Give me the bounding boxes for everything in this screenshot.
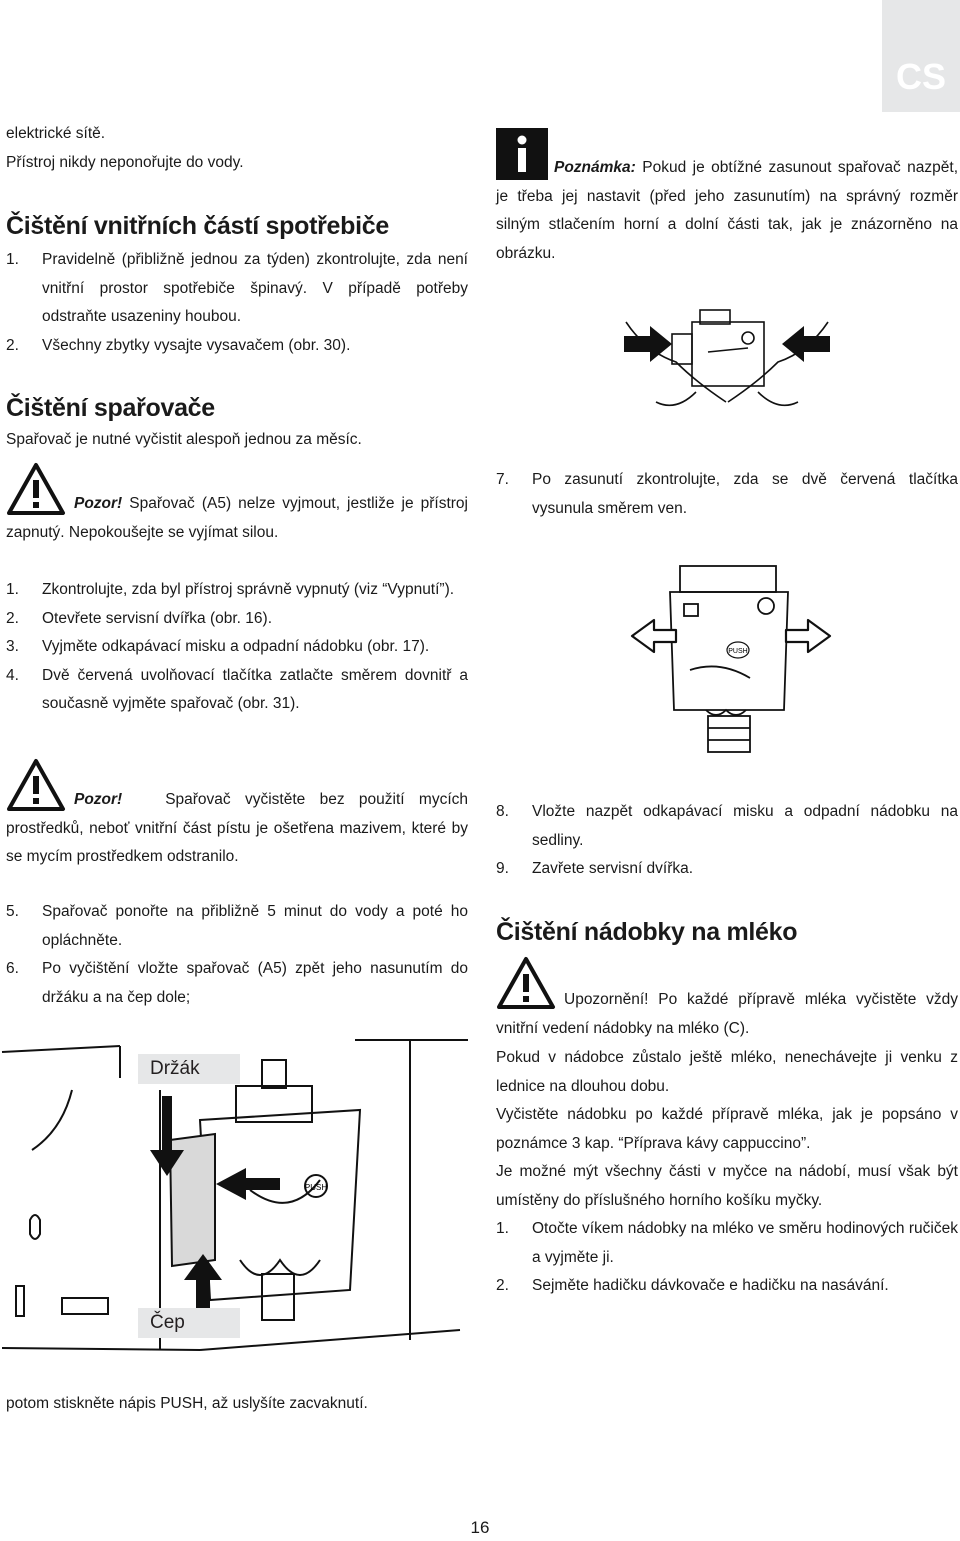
warning-triangle-icon: [7, 463, 65, 515]
list-item: 2.Otevřete servisní dvířka (obr. 16).: [6, 609, 273, 627]
language-code: CS: [895, 56, 946, 97]
list-item: 2.Všechny zbytky vysajte vysavačem (obr.…: [6, 336, 351, 354]
info-icon: [496, 128, 548, 180]
brewer-insertion-illustration: PUSH: [1, 1039, 468, 1351]
paragraph: Pokud v nádobce zůstalo ještě mléko, nen…: [496, 1049, 958, 1095]
compress-brewer-illustration: [624, 309, 830, 407]
note-label: Poznámka:: [554, 159, 636, 176]
list-item: 1.Pravidelně (přibližně jednou za týden)…: [6, 251, 468, 325]
list-item: 5.Spařovač ponořte na přibližně 5 minut …: [6, 903, 468, 949]
warning-text: Po každé přípravě mléka vyčistěte vždy v…: [496, 991, 958, 1037]
list-item: 9.Zavřete servisní dvířka.: [496, 860, 694, 877]
figure-compress-brewer: [616, 292, 838, 424]
warning-label: Upozornění!: [564, 991, 649, 1008]
inner-steps-list: 1.Pravidelně (přibližně jednou za týden)…: [6, 246, 468, 360]
figure-brewer-insertion: PUSH: [0, 1030, 470, 1380]
milk-steps-list: 1.Otočte víkem nádobky na mléko ve směru…: [496, 1215, 958, 1301]
heading-brewer-cleaning: Čištění spařovače: [6, 394, 215, 422]
brewer-buttons-illustration: PUSH: [630, 565, 832, 753]
push-label: PUSH: [728, 648, 747, 655]
closing-text: potom stiskněte nápis PUSH, až uslyšíte …: [6, 1395, 368, 1412]
intro-text: elektrické sítě. Přístroj nikdy neponořu…: [6, 120, 468, 177]
paragraph: Je možné mýt všechny části v myčce na ná…: [496, 1163, 958, 1209]
note-text: Pokud je obtížné zasunout spařovač nazpě…: [496, 159, 958, 262]
brewer-steps-list-2: 5.Spařovač ponořte na přibližně 5 minut …: [6, 898, 468, 1012]
warning-block-3: Upozornění! Po každé přípravě mléka vyči…: [496, 956, 958, 1043]
list-item: 6.Po vyčištění vložte spařovač (A5) zpět…: [6, 960, 468, 1006]
figure-caption-holder: Držák: [138, 1054, 240, 1084]
warning-block-2: Pozor! Spařovač vyčistěte bez použití my…: [6, 758, 468, 872]
warning-label: Pozor!: [74, 495, 123, 512]
figure-buttons-out: PUSH: [626, 560, 836, 758]
warning-triangle-icon: [497, 957, 555, 1009]
steps-8-9-list: 8.Vložte nazpět odkapávací misku a odpad…: [496, 798, 958, 884]
warning-block-1: Pozor! Spařovač (A5) nelze vyjmout, jest…: [6, 462, 468, 547]
step7-list: 7.Po zasunutí zkontrolujte, zda se dvě č…: [496, 466, 958, 523]
list-item: 7.Po zasunutí zkontrolujte, zda se dvě č…: [496, 471, 958, 517]
heading-inner-cleaning: Čištění vnitřních částí spotřebiče: [6, 212, 389, 240]
intro-line: Přístroj nikdy neponořujte do vody.: [6, 153, 244, 171]
list-item: 3.Vyjměte odkapávací misku a odpadní nád…: [6, 638, 430, 655]
list-item: 1.Zkontrolujte, zda byl přístroj správně…: [6, 581, 455, 598]
intro-line: elektrické sítě.: [6, 125, 106, 142]
page-number: 16: [470, 1518, 490, 1537]
note-block: Poznámka: Pokud je obtížné zasunout spař…: [496, 128, 958, 268]
figure-caption-pin: Čep: [138, 1308, 240, 1338]
push-label: PUSH: [305, 1183, 327, 1192]
brewer-intro: Spařovač je nutné vyčistit alespoň jedno…: [6, 431, 362, 448]
warning-label: Pozor!: [74, 791, 123, 808]
list-item: 4.Dvě červená uvolňovací tlačítka zatlač…: [6, 666, 468, 713]
list-item: 2.Sejměte hadičku dávkovače e hadičku na…: [496, 1277, 889, 1294]
paragraph: Vyčistěte nádobku po každé přípravě mlék…: [496, 1106, 958, 1152]
list-item: 8.Vložte nazpět odkapávací misku a odpad…: [496, 803, 958, 849]
language-tab: CS: [882, 0, 960, 112]
heading-milk-container: Čištění nádobky na mléko: [496, 918, 798, 946]
milk-paragraphs: Pokud v nádobce zůstalo ještě mléko, nen…: [496, 1044, 958, 1301]
warning-text: Spařovač vyčistěte bez použití mycích pr…: [6, 791, 468, 865]
warning-text: Spařovač (A5) nelze vyjmout, jestliže je…: [6, 495, 468, 541]
list-item: 1.Otočte víkem nádobky na mléko ve směru…: [496, 1220, 958, 1266]
warning-triangle-icon: [7, 759, 65, 811]
brewer-steps-list: 1.Zkontrolujte, zda byl přístroj správně…: [6, 576, 468, 719]
